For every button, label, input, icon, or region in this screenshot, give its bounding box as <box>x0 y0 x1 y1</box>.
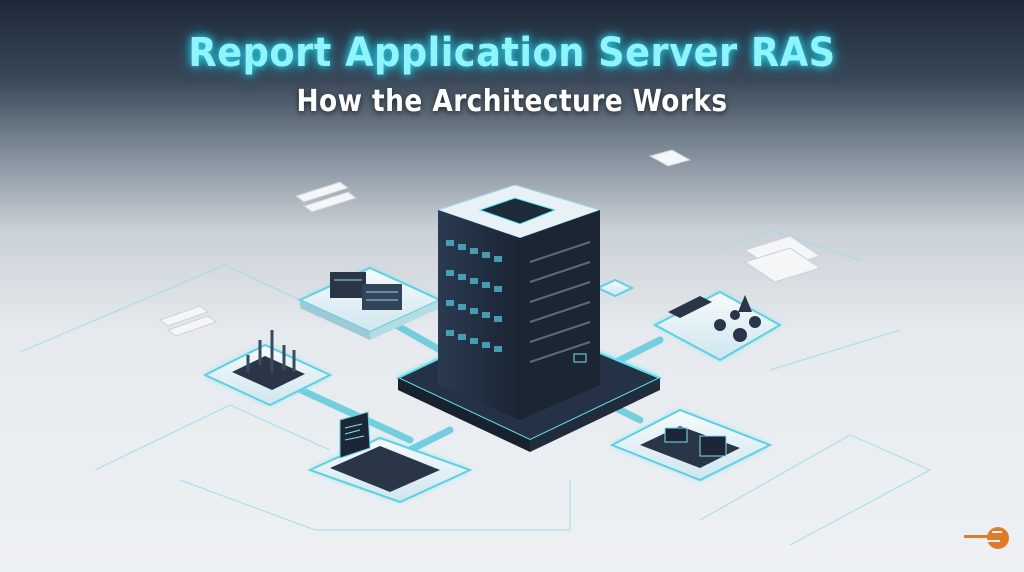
page-subtitle: How the Architecture Works <box>296 84 728 119</box>
devices-node <box>609 408 773 482</box>
laptop-node <box>307 411 473 504</box>
server-tower <box>436 184 602 420</box>
circuit-lines <box>19 229 932 546</box>
dashboard-node <box>652 290 783 362</box>
database-node <box>297 266 443 340</box>
small-node <box>595 278 635 298</box>
analytics-node <box>202 330 333 407</box>
orange-speed-logo-icon <box>964 527 1009 549</box>
page-title: Report Application Server RAS <box>188 30 836 76</box>
floating-slabs <box>158 149 822 337</box>
